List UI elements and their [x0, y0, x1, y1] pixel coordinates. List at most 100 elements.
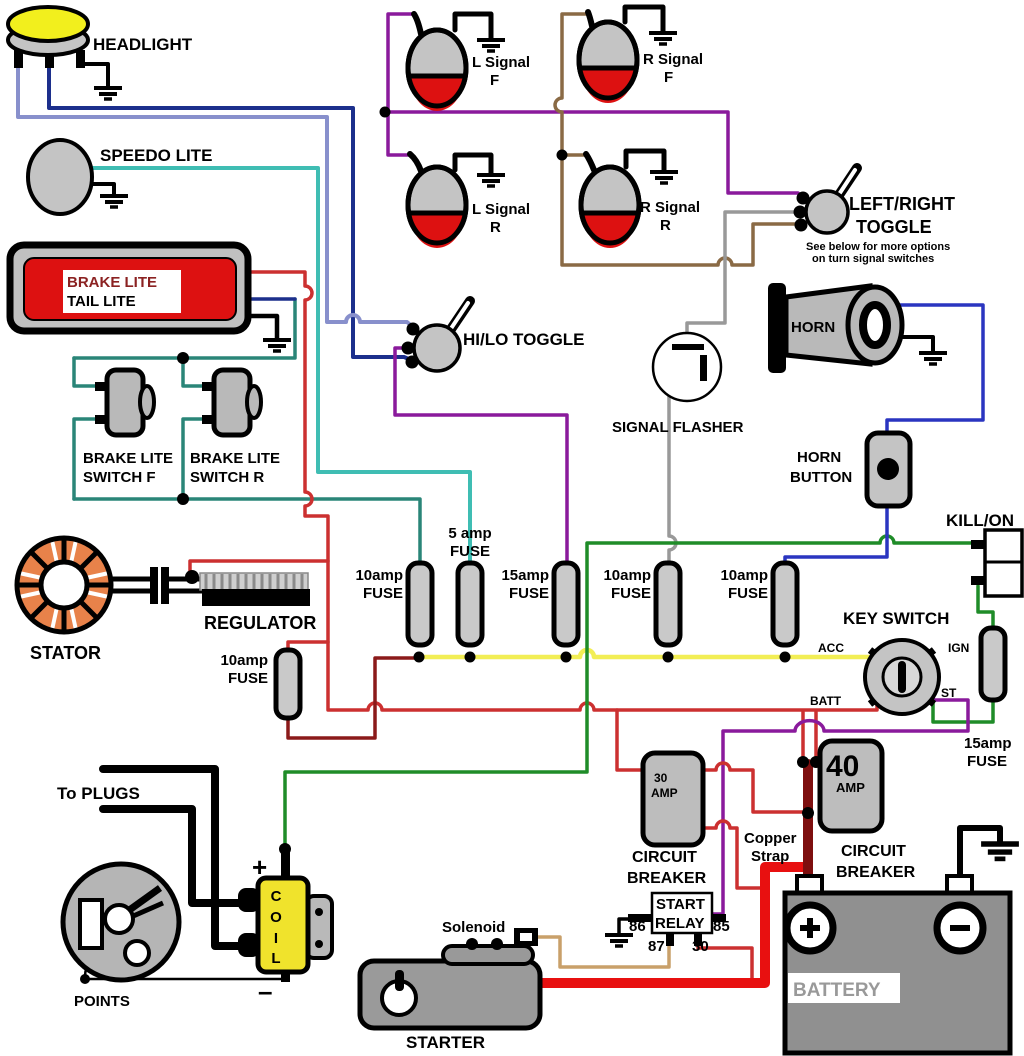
fuse4-label1: 10amp	[603, 567, 651, 584]
horn-mount	[768, 283, 786, 373]
wire-purple-st-relay	[711, 698, 970, 916]
ground-icon	[981, 844, 1019, 859]
coil-minus: –	[258, 976, 272, 1006]
strap-junction	[802, 807, 814, 819]
wire-purple-hilo	[393, 346, 569, 565]
circuit-breaker-40: 40 AMP CIRCUIT BREAKER Copper Strap	[744, 738, 916, 881]
wire-red-breaker30-feed	[615, 708, 647, 772]
kill-terminal	[971, 576, 987, 585]
solenoid-label: Solenoid	[442, 919, 505, 936]
toggle-terminal	[401, 341, 415, 355]
brake-lite-label: BRAKE LITE	[67, 274, 157, 291]
ground-icon	[917, 351, 949, 366]
wire-brake-bottom-bus	[72, 497, 422, 565]
brake-switch-r-plunger	[245, 384, 263, 420]
breaker40-amp-num: 40	[826, 750, 859, 783]
toggle-terminal	[793, 205, 807, 219]
kill-switch: KILL/ON	[946, 511, 1024, 598]
stator-notches	[18, 539, 110, 631]
fuse-body-ignition	[978, 625, 1008, 703]
points-label: POINTS	[74, 993, 130, 1010]
wire-headlight-ground	[80, 62, 110, 88]
coil-bracket-dot	[315, 940, 323, 948]
starter-post-stub	[395, 970, 404, 991]
breaker30-body	[640, 750, 706, 848]
ground-icon	[603, 933, 635, 948]
fuse5-label2: FUSE	[728, 585, 768, 602]
copper-strap-label1: Copper	[744, 830, 797, 847]
brake-switch-r: BRAKE LITE SWITCH R	[190, 367, 280, 486]
tail-light-label-box	[63, 270, 181, 313]
fuse-row: 10amp FUSE 5 amp FUSE 15amp FUSE 10amp F…	[355, 525, 800, 648]
kill-terminal	[971, 540, 987, 549]
horn-button-label1: HORN	[797, 449, 841, 466]
signal-lamp-outline	[405, 27, 469, 109]
wire-green-kill-coil	[283, 534, 986, 851]
prong-sig-rf	[585, 9, 595, 29]
breaker30-label1: CIRCUIT	[632, 849, 697, 866]
wire-blue-horn	[885, 303, 985, 435]
fuse-body-4	[653, 560, 683, 648]
switch-terminal	[202, 382, 216, 391]
fuse-reg-label2: FUSE	[228, 670, 268, 687]
stator: STATOR	[14, 535, 114, 663]
horn-bell-center	[859, 301, 891, 349]
relay-86: 86	[629, 918, 646, 935]
connector-bar	[150, 567, 158, 604]
coil-terminal-top	[281, 850, 290, 882]
stator-label: STATOR	[30, 643, 101, 663]
breaker30-amp-num: 30	[654, 771, 668, 785]
horn-button-dot	[877, 458, 899, 480]
stator-outer-outline	[14, 535, 114, 635]
junction-dot	[177, 352, 189, 364]
brake-switch-f-body	[104, 367, 146, 438]
relay-label1: START	[656, 896, 705, 913]
wire-tail-ground	[243, 313, 280, 341]
flasher-body	[651, 331, 723, 403]
wire-plug-lead-1	[99, 765, 244, 950]
starter: STARTER	[357, 958, 543, 1052]
wire-relay86-ground	[617, 917, 632, 935]
horn-label: HORN	[791, 319, 835, 336]
coil-knob	[238, 888, 260, 912]
signal-flasher: SIGNAL FLASHER	[612, 331, 744, 436]
breaker40-amp-word: AMP	[836, 780, 865, 795]
hilo-toggle: HI/LO TOGGLE	[401, 296, 585, 373]
brake-switch-f: BRAKE LITE SWITCH F	[83, 367, 173, 486]
switch-terminal	[202, 415, 216, 424]
signal-lf-label1: L Signal	[472, 54, 530, 71]
wire-sig-rr-ground	[623, 148, 667, 173]
toggle-terminal	[794, 218, 808, 232]
stator-inner-outline	[38, 559, 90, 611]
relay-terminal-30	[694, 932, 702, 946]
fuse-body-1	[405, 560, 435, 648]
relay-85: 85	[713, 918, 730, 935]
key-ign-label: IGN	[948, 641, 969, 655]
fuse-body-2	[455, 560, 485, 648]
wire-speedo-teal	[90, 166, 472, 565]
stator-spokes	[17, 538, 111, 632]
points-condenser	[78, 898, 104, 950]
ground-icon	[98, 194, 130, 209]
headlight-prong	[14, 50, 23, 68]
solenoid-terminal-center	[520, 933, 532, 941]
coil-letter-c: C	[271, 888, 282, 905]
key-acc-label: ACC	[818, 641, 844, 655]
headlight-prong	[45, 50, 54, 68]
cable-starter-main	[402, 862, 810, 988]
signal-lamp-outline	[578, 164, 642, 246]
switch-terminal	[95, 382, 109, 391]
headlight-prong	[76, 50, 85, 68]
speedo-lamp	[26, 138, 94, 216]
wire-breaker30-to-battery	[698, 819, 765, 890]
signal-lamp-lf: L Signal F	[405, 27, 530, 111]
coil-body	[255, 875, 311, 975]
prong-sig-lr	[407, 151, 424, 174]
junction-dot	[779, 651, 791, 663]
breaker40-label2: BREAKER	[836, 864, 916, 881]
key-batt-label: BATT	[810, 694, 842, 708]
fuse-body-5	[770, 560, 800, 648]
hilo-toggle-body	[412, 323, 462, 373]
fuse1-label2: FUSE	[363, 585, 403, 602]
points-arm	[129, 900, 165, 920]
